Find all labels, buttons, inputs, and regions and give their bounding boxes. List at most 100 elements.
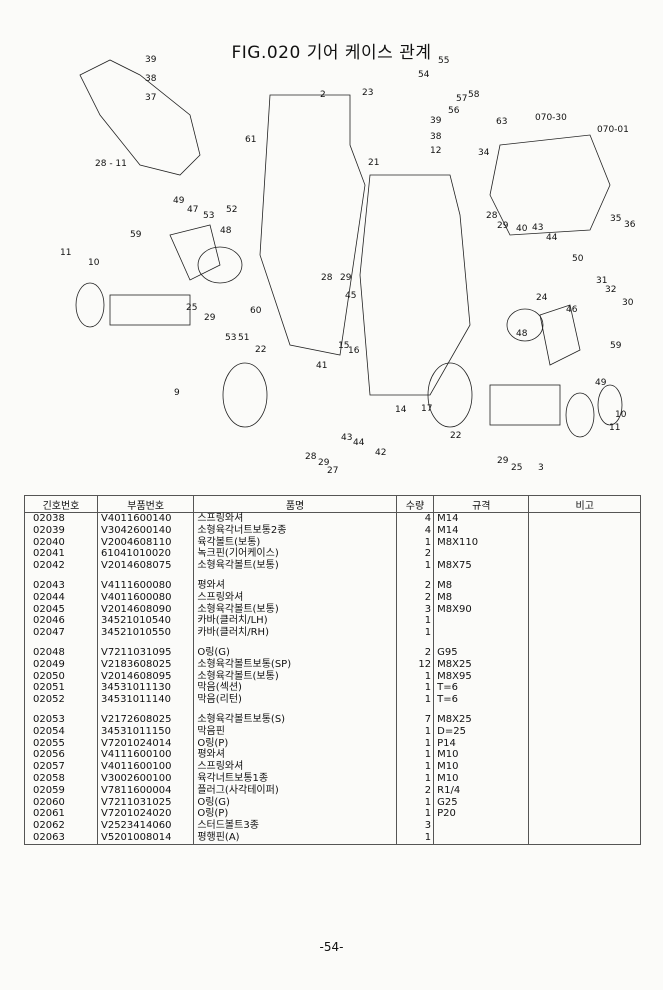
group-spacer	[24, 638, 641, 647]
cell-spec	[433, 627, 530, 639]
callout-label: 29	[497, 456, 509, 466]
header-spec: 규격	[433, 495, 530, 513]
cell-remarks	[528, 658, 641, 671]
cell-remarks	[528, 831, 641, 845]
cell-quantity: 1	[395, 694, 435, 706]
cell-remarks	[528, 615, 641, 628]
cell-quantity: 2	[395, 646, 435, 659]
cell-index-no: 02038	[24, 512, 98, 525]
cell-spec: G95	[433, 646, 530, 659]
callout-label: 11	[609, 423, 620, 433]
spacer-cell	[433, 638, 530, 647]
cell-part-name: 소형육각볼트(보통)	[193, 603, 397, 616]
cell-spec: G25	[433, 796, 530, 809]
spacer-cell	[528, 705, 641, 714]
right-case-shape	[359, 174, 471, 396]
cell-index-no: 02049	[24, 658, 98, 671]
callout-label: 56	[448, 106, 460, 116]
cell-index-no: 02062	[24, 820, 98, 832]
cell-index-no: 02054	[24, 725, 98, 738]
cell-part-name: O링(G)	[193, 646, 397, 659]
cell-quantity: 12	[395, 658, 435, 671]
spacer-cell	[395, 638, 435, 647]
cell-spec	[433, 831, 530, 845]
header-part-name: 품명	[193, 495, 397, 513]
spacer-cell	[193, 571, 397, 580]
cell-spec: M8X25	[433, 658, 530, 671]
cell-index-no: 02056	[24, 749, 98, 762]
cell-part-name: 소형육각볼트(보통)	[193, 670, 397, 683]
spacer-cell	[193, 638, 397, 647]
cell-part-name: 스프링와셔	[193, 761, 397, 773]
callout-label: 12	[430, 146, 441, 156]
cell-quantity: 4	[395, 524, 435, 537]
callout-label: 3	[538, 463, 544, 473]
cell-part-no: V2014608090	[96, 603, 195, 616]
callout-label: 28 - 11	[95, 159, 127, 169]
cell-part-no: V3002600100	[96, 772, 195, 785]
cell-part-no: V7211031095	[96, 646, 195, 659]
cell-index-no: 02047	[24, 627, 98, 639]
cell-remarks	[528, 579, 641, 592]
callout-label: 48	[220, 226, 232, 236]
cell-spec: T=6	[433, 694, 530, 706]
callout-label: 53	[225, 333, 236, 343]
callout-label: 52	[226, 205, 237, 215]
callout-label: 21	[368, 158, 379, 168]
cell-quantity: 1	[395, 737, 435, 750]
cell-part-no: V3042600140	[96, 524, 195, 537]
callout-label: 30	[622, 298, 634, 308]
cell-part-name: 녹크핀(기어케이스)	[193, 548, 397, 561]
axle-housing-left	[109, 294, 191, 326]
callout-label: 22	[450, 431, 461, 441]
group-spacer	[24, 571, 641, 580]
cell-remarks	[528, 737, 641, 750]
spacer-cell	[433, 571, 530, 580]
callout-label: 10	[88, 258, 100, 268]
cell-part-name: 소형육각볼트보통(SP)	[193, 658, 397, 671]
cell-part-no: V4011600140	[96, 512, 195, 525]
group-spacer	[24, 705, 641, 714]
callout-label: 2	[320, 90, 326, 100]
callout-label: 40	[516, 224, 528, 234]
callout-label: 36	[624, 220, 636, 230]
cell-part-no: V2014608075	[96, 560, 195, 572]
cell-remarks	[528, 627, 641, 639]
callout-label: 29	[204, 313, 216, 323]
cell-part-no: V2183608025	[96, 658, 195, 671]
cell-remarks	[528, 670, 641, 683]
callout-label: 61	[245, 135, 256, 145]
cell-spec: M8X95	[433, 670, 530, 683]
spacer-cell	[24, 705, 98, 714]
spacer-cell	[395, 705, 435, 714]
cell-index-no: 02060	[24, 796, 98, 809]
cell-quantity: 1	[395, 725, 435, 738]
cell-quantity: 1	[395, 831, 435, 845]
spacer-cell	[24, 638, 98, 647]
cell-index-no: 02063	[24, 831, 98, 845]
callout-label: 59	[130, 230, 142, 240]
oring-g95-right	[506, 308, 544, 342]
callout-label: 29	[497, 221, 509, 231]
cell-remarks	[528, 646, 641, 659]
cell-remarks	[528, 548, 641, 561]
cell-part-name: 플러그(사각테이퍼)	[193, 784, 397, 797]
cell-quantity: 3	[395, 603, 435, 616]
callout-label: 35	[610, 214, 621, 224]
callout-label: 10	[615, 410, 627, 420]
cell-index-no: 02057	[24, 761, 98, 773]
cell-index-no: 02052	[24, 694, 98, 706]
cover-lh	[169, 224, 221, 281]
cell-part-no: 34531011140	[96, 694, 195, 706]
cell-part-no: V4111600100	[96, 749, 195, 762]
